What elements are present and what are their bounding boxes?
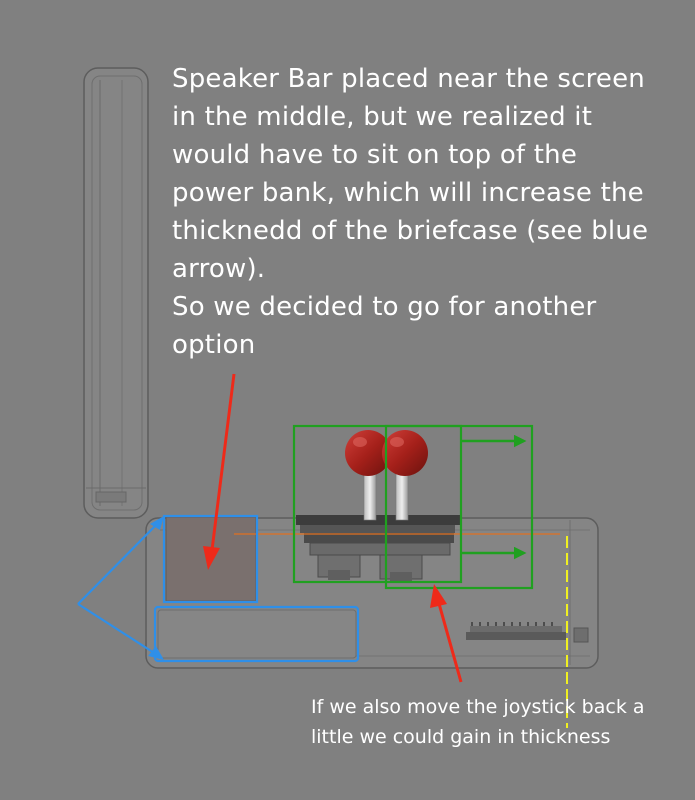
note-line: thicknedd of the briefcase (see blue xyxy=(172,216,649,246)
circuit-board xyxy=(466,622,589,643)
joystick-note: If we also move the joystick back a litt… xyxy=(311,692,691,752)
joystick-right xyxy=(382,430,428,521)
joystick-left xyxy=(345,430,391,521)
note-line: power bank, which will increase the xyxy=(172,178,644,208)
note-line: Speaker Bar placed near the screen xyxy=(172,64,645,94)
note-line: in the middle, but we realized it xyxy=(172,102,593,132)
joystick-new-position-box xyxy=(384,424,534,590)
note-line: little we could gain in thickness xyxy=(311,726,611,748)
double-arrow-blue-icon xyxy=(77,516,164,660)
speaker-bar-note: Speaker Bar placed near the screen in th… xyxy=(172,60,682,364)
speaker-bar-highlight-box xyxy=(162,514,259,604)
screen-lid xyxy=(83,67,149,519)
note-line: would have to sit on top of the xyxy=(172,140,578,170)
joystick-base xyxy=(296,515,461,582)
note-line: So we decided to go for another xyxy=(172,292,597,322)
note-line: option xyxy=(172,330,256,360)
arrow-up-red-icon xyxy=(430,584,463,683)
note-line: If we also move the joystick back a xyxy=(311,696,645,718)
power-bank xyxy=(157,609,357,659)
joystick-current-position-box xyxy=(292,424,463,584)
power-bank-highlight-box xyxy=(153,605,360,663)
note-line: arrow). xyxy=(172,254,266,284)
arrow-up-red-icon xyxy=(203,373,236,570)
